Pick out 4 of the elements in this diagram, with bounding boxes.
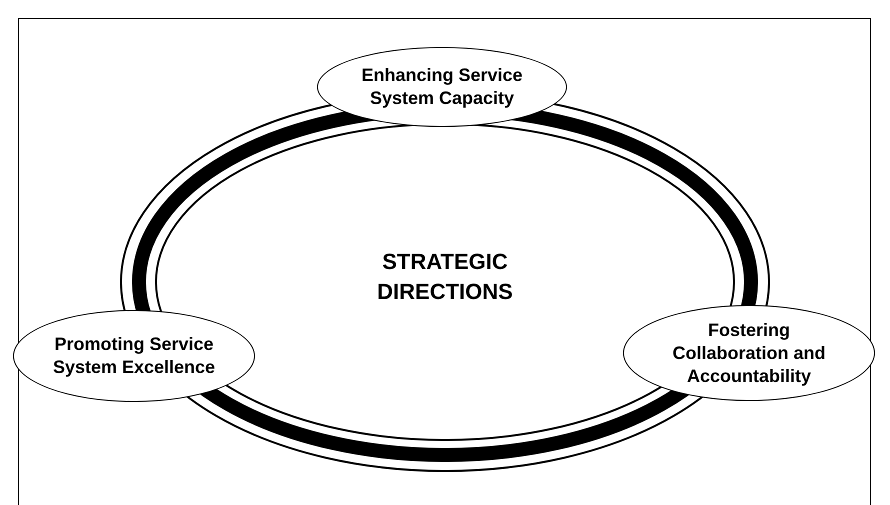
center-title: STRATEGIC DIRECTIONS	[376, 248, 514, 306]
oval-label: Promoting Service System Excellence	[52, 333, 216, 379]
oval-label: Enhancing Service System Capacity	[360, 64, 524, 110]
oval-label: Fostering Collaboration and Accountability	[672, 318, 826, 388]
